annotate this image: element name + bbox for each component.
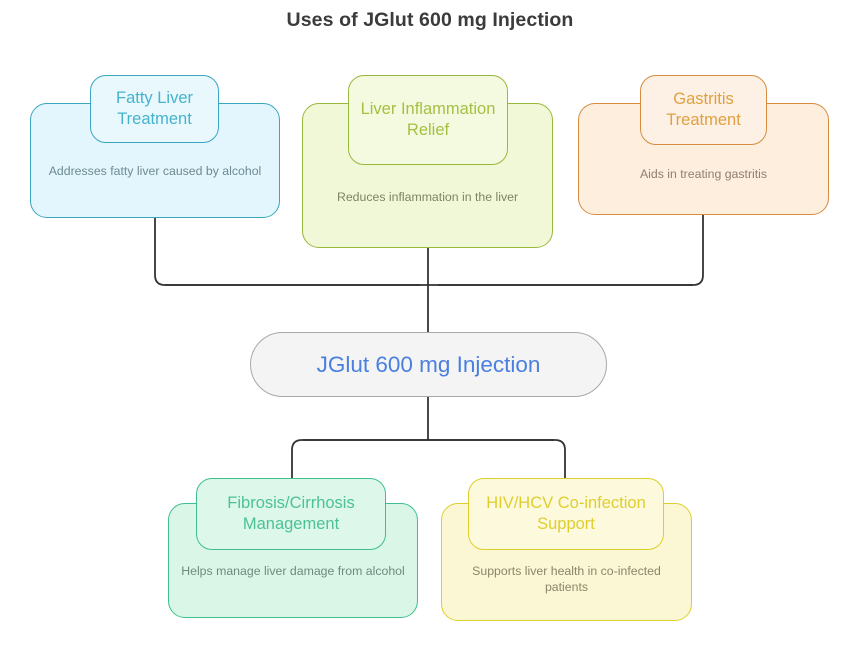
central-node-label: JGlut 600 mg Injection	[316, 351, 541, 377]
central-node-jglut-600-mg-injection[interactable]: JGlut 600 mg Injection	[250, 332, 607, 397]
node-title-badge-gastritis-treatment[interactable]: Gastritis Treatment	[640, 75, 767, 145]
node-description-gastritis-treatment: Aids in treating gastritis	[639, 167, 768, 181]
node-title-fatty-liver-treatment: Fatty Liver Treatment	[115, 89, 194, 128]
edge-fatty-liver-to-hub	[154, 218, 420, 286]
node-title-hiv-hcv-coinfection-support: HIV/HCV Co-infection Support	[486, 494, 646, 533]
node-description-fibrosis-cirrhosis-management: Helps manage liver damage from alcohol	[181, 564, 405, 578]
node-description-liver-inflammation-relief: Reduces inflammation in the liver	[336, 190, 519, 204]
node-title-badge-fatty-liver-treatment[interactable]: Fatty Liver Treatment	[90, 75, 219, 143]
edge-hub-to-hiv-hcv	[303, 439, 566, 478]
edge-hub-to-fibrosis	[291, 439, 554, 478]
node-description-fatty-liver-treatment: Addresses fatty liver caused by alcohol	[48, 164, 262, 178]
node-title-badge-fibrosis-cirrhosis-management[interactable]: Fibrosis/Cirrhosis Management	[196, 478, 386, 550]
edge-gastritis-to-hub	[438, 215, 704, 286]
node-title-fibrosis-cirrhosis-management: Fibrosis/Cirrhosis Management	[227, 494, 355, 533]
node-description-hiv-hcv-coinfection-support: Supports liver health in co-infected pat…	[472, 564, 661, 594]
node-title-badge-hiv-hcv-coinfection-support[interactable]: HIV/HCV Co-infection Support	[468, 478, 664, 550]
page-title: Uses of JGlut 600 mg Injection	[286, 9, 574, 31]
node-title-liver-inflammation-relief: Liver Inflammation Relief	[360, 100, 496, 139]
node-title-gastritis-treatment: Gastritis Treatment	[666, 90, 741, 129]
node-title-badge-liver-inflammation-relief[interactable]: Liver Inflammation Relief	[348, 75, 508, 165]
